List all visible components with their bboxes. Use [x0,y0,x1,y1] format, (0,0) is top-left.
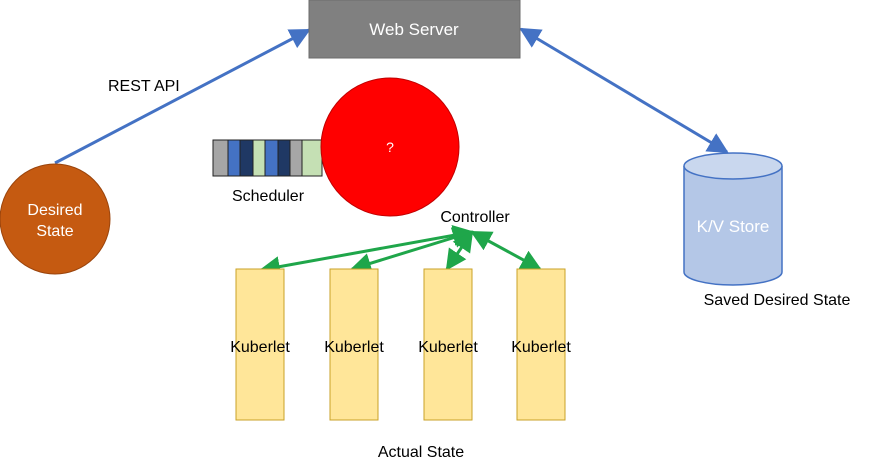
controller-arrow-4 [470,230,542,271]
kv-store-cylinder [683,152,783,286]
kv-store-label: K/V Store [697,217,770,236]
kuberlet-box-4 [516,268,566,421]
scheduler-queue [212,139,323,177]
kuberlet-box-1 [235,268,285,421]
saved-desired-state-label: Saved Desired State [704,292,851,309]
web-server-label: Web Server [369,20,459,39]
kuberlet-label-2: Kuberlet [324,339,384,356]
kuberlet-label-4: Kuberlet [511,339,571,356]
web-server-box [308,0,521,59]
controller-arrow-3 [445,230,474,271]
rest-api-arrow [54,28,311,165]
unknown-label: ? [386,139,394,155]
kuberlet-box-2 [329,268,379,421]
server-store-arrow [519,27,729,154]
kuberlet-box-3 [423,268,473,421]
controller-label: Controller [440,209,510,226]
kuberlet-label-3: Kuberlet [418,339,478,356]
desired-state-node [0,163,111,275]
actual-state-label: Actual State [378,444,464,461]
unknown-component [320,77,460,217]
desired-state-label-line1: Desired [27,202,82,219]
scheduler-label: Scheduler [232,188,305,205]
desired-state-label-line2: State [36,223,73,240]
kuberlet-label-1: Kuberlet [230,339,290,356]
rest-api-label: REST API [108,78,180,95]
